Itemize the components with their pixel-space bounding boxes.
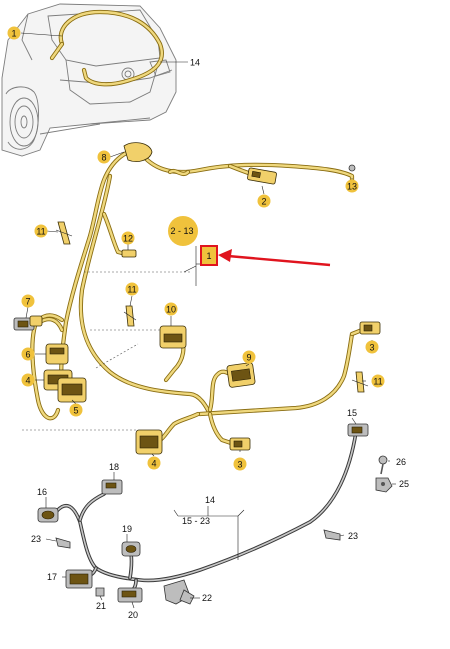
label-9: 9 [246, 353, 251, 363]
badge-1-car [7, 26, 21, 40]
connector-20 [117, 587, 143, 603]
label-1-highlighted: 1 [206, 251, 211, 261]
label-18: 18 [109, 462, 119, 472]
label-2-13: 2 - 13 [170, 226, 193, 236]
plain-labels: 15 18 26 25 16 14 15 - 23 19 23 23 17 22… [31, 408, 409, 620]
badge-8 [97, 150, 111, 164]
main-wiring-harness [30, 149, 365, 447]
red-arrow [218, 249, 331, 267]
badge-7 [21, 294, 35, 308]
label-1-car: 1 [11, 29, 16, 39]
label-20: 20 [128, 610, 138, 620]
badge-12 [121, 231, 135, 245]
label-4-upper: 4 [25, 376, 30, 386]
label-11-mid: 11 [127, 285, 136, 295]
label-16: 16 [37, 487, 47, 497]
bracket-22 [163, 579, 195, 605]
connector-19 [121, 541, 141, 557]
clip-11-mid [123, 305, 137, 327]
badge-9 [242, 350, 256, 364]
badge-11-left [34, 224, 48, 238]
number-badges: 8 13 2 11 12 11 10 7 3 6 9 4 11 5 4 3 [21, 150, 385, 471]
label-15-23: 15 - 23 [182, 516, 210, 526]
connector-9 [226, 362, 256, 388]
badge-2 [257, 194, 271, 208]
callout-leaders [25, 151, 396, 609]
label-5: 5 [73, 406, 78, 416]
label-14-lower: 14 [205, 495, 215, 505]
label-12: 12 [123, 234, 133, 244]
label-3-upper: 3 [369, 343, 374, 353]
badge-10 [164, 302, 178, 316]
clip-23-right [323, 529, 341, 541]
label-10: 10 [166, 305, 176, 315]
connector-12 [121, 249, 137, 258]
clip-11-left [55, 221, 73, 245]
label-7: 7 [25, 297, 30, 307]
label-23-left: 23 [31, 534, 41, 544]
connector-15 [347, 423, 369, 437]
label-11-right: 11 [373, 377, 382, 387]
label-25: 25 [399, 479, 409, 489]
connector-5 [57, 377, 87, 403]
label-17: 17 [47, 572, 57, 582]
badge-5 [69, 403, 83, 417]
label-13: 13 [347, 182, 357, 192]
label-22: 22 [202, 593, 212, 603]
connector-4-lower [135, 429, 163, 455]
screw-26 [378, 455, 388, 475]
badge-3-upper [365, 340, 379, 354]
label-6: 6 [25, 350, 30, 360]
label-11-left: 11 [36, 227, 45, 237]
label-23-right: 23 [348, 531, 358, 541]
clip-21 [95, 587, 105, 597]
label-3-lower: 3 [237, 460, 242, 470]
connector-3-upper [359, 321, 381, 335]
connector-13 [348, 164, 356, 172]
lower-cable-harness [54, 430, 358, 594]
label-15: 15 [347, 408, 357, 418]
connector-3-lower [229, 437, 251, 451]
label-2: 2 [261, 197, 266, 207]
connector-17 [65, 569, 93, 589]
nut-25 [375, 477, 393, 493]
highlight-box-1 [200, 245, 218, 266]
badge-13 [345, 179, 359, 193]
clip-11-right [351, 371, 369, 393]
label-21: 21 [96, 601, 106, 611]
badge-2-13 [168, 216, 198, 246]
label-14-car: 14 [190, 58, 200, 68]
badge-4-lower [147, 456, 161, 470]
label-4-lower: 4 [151, 459, 156, 469]
connector-6 [45, 343, 69, 365]
connector-8-grommet [123, 142, 153, 162]
label-8: 8 [101, 153, 106, 163]
connector-18 [101, 479, 123, 495]
badge-11-right [371, 374, 385, 388]
badge-6 [21, 347, 35, 361]
connector-16 [37, 507, 59, 523]
clip-23-left [55, 537, 71, 549]
label-19: 19 [122, 524, 132, 534]
connector-7 [13, 315, 43, 331]
connector-10 [159, 325, 187, 349]
label-26: 26 [396, 457, 406, 467]
badge-11-mid [125, 282, 139, 296]
connector-2 [247, 167, 277, 185]
badge-3-lower [233, 457, 247, 471]
badge-4-upper [21, 373, 35, 387]
